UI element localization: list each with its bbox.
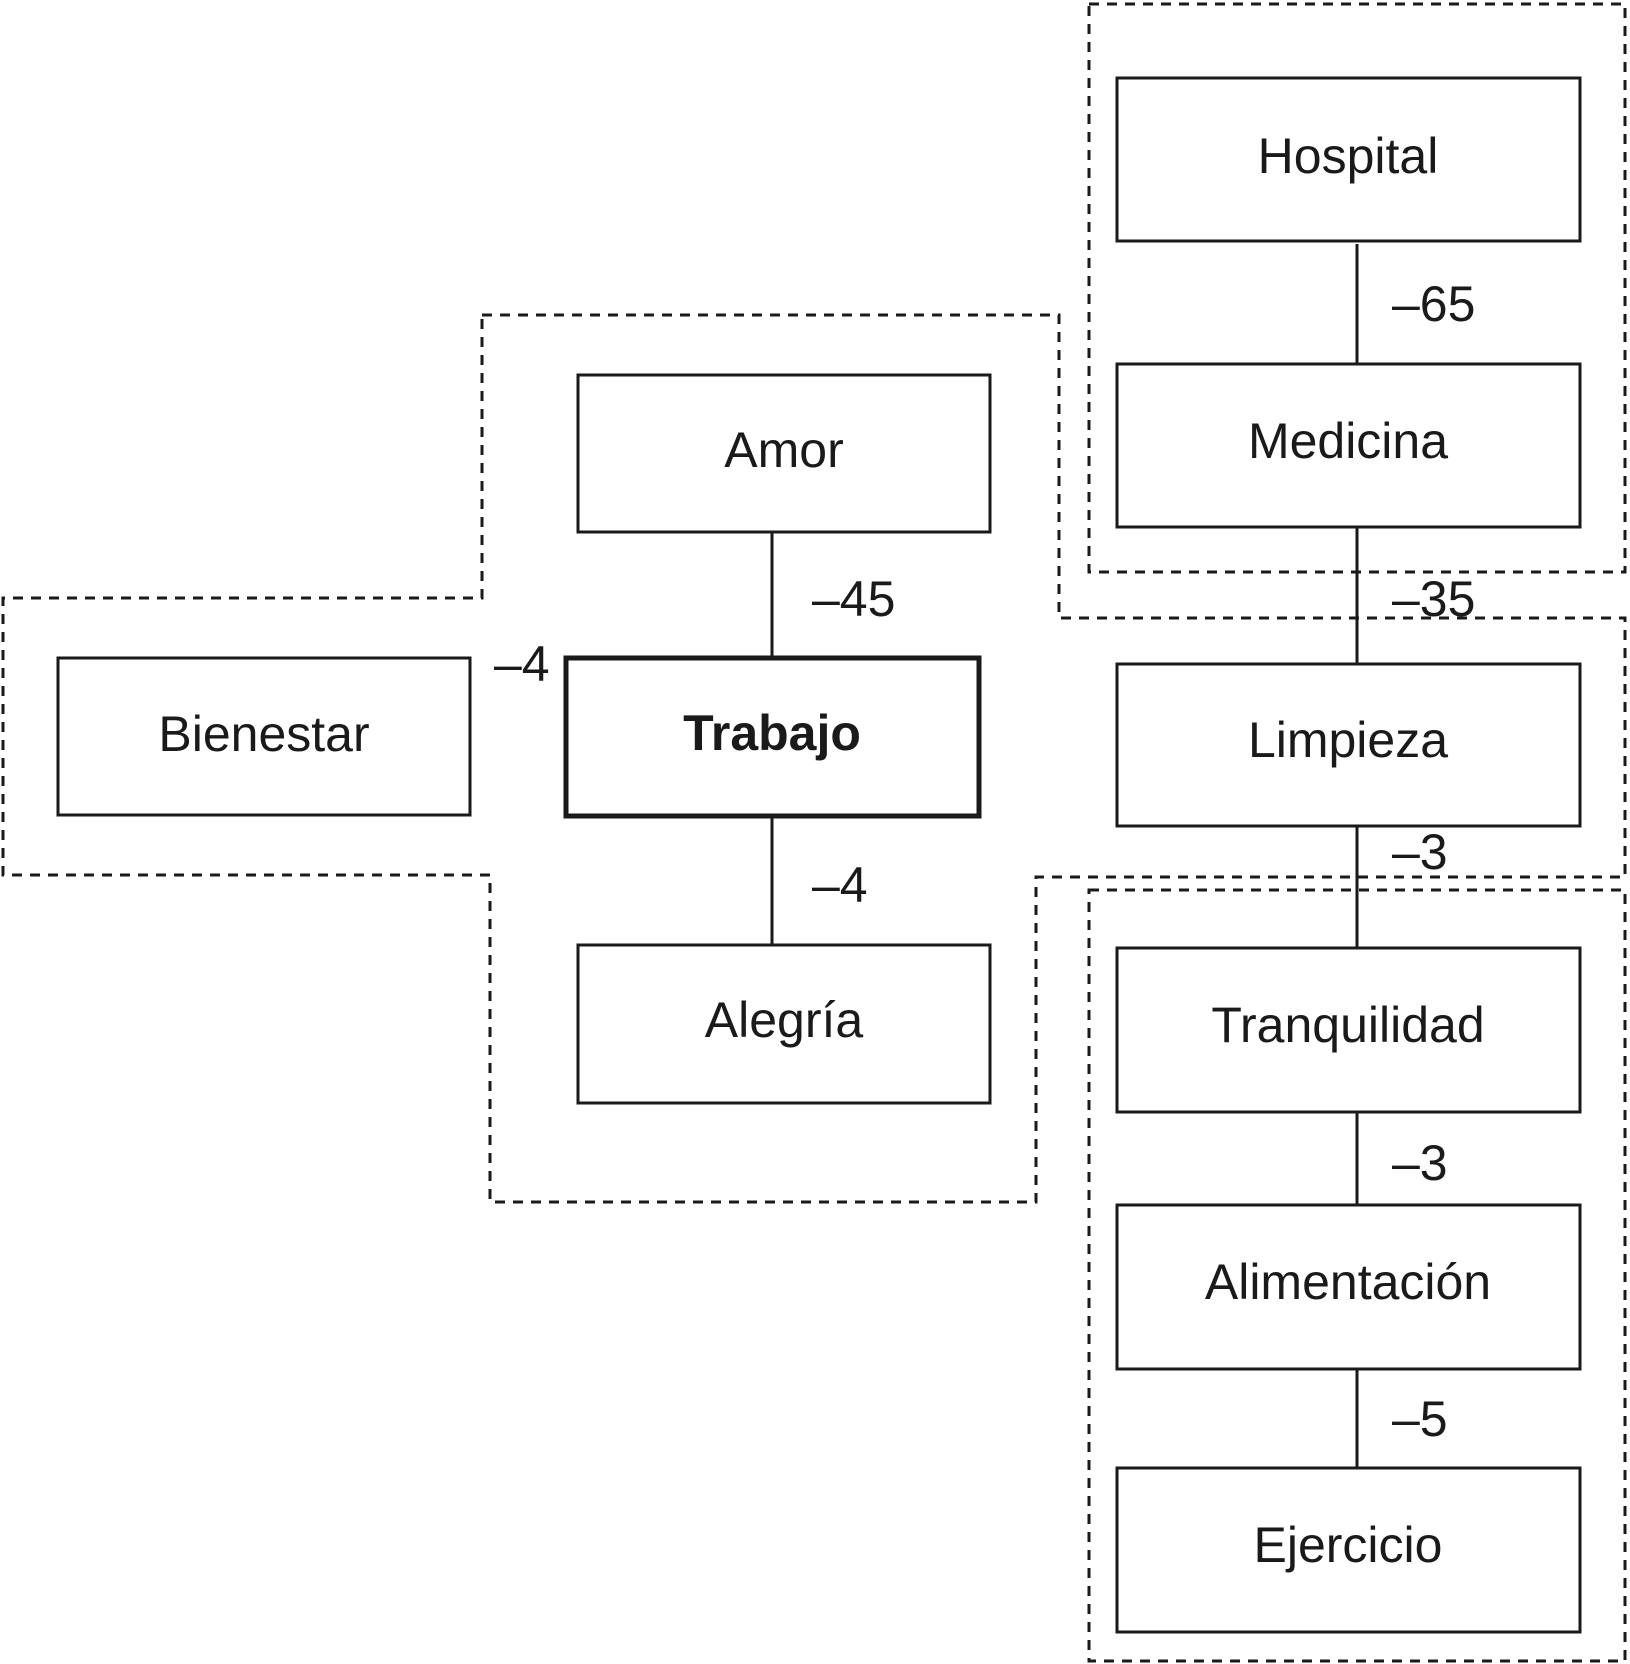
edge-label-bienestar-trabajo: –4 (494, 636, 550, 692)
node-label-trabajo: Trabajo (683, 705, 861, 761)
edge-label-medicina-limpieza: –35 (1392, 571, 1475, 627)
edge-label-limpieza-tranquilidad: –3 (1392, 824, 1448, 880)
edge-label-hospital-medicina: –65 (1392, 276, 1475, 332)
group-tranquilidad (1087, 888, 1627, 1663)
edge-label-trabajo-alegria: –4 (812, 857, 868, 913)
node-label-alimentacion: Alimentación (1205, 1254, 1491, 1310)
edge-label-amor-trabajo: –45 (812, 571, 895, 627)
edge-label-tranquilidad-alimentacion: –3 (1392, 1135, 1448, 1191)
node-box-trabajo (563, 655, 982, 819)
node-label-medicina: Medicina (1248, 413, 1448, 469)
node-box-ejercicio (1115, 1466, 1582, 1634)
node-box-tranquilidad (1115, 946, 1582, 1114)
node-label-bienestar: Bienestar (158, 706, 369, 762)
node-box-alimentacion (1115, 1203, 1582, 1371)
node-box-hospital (1115, 76, 1582, 243)
node-label-ejercicio: Ejercicio (1254, 1517, 1443, 1573)
node-label-hospital: Hospital (1258, 128, 1439, 184)
node-label-alegria: Alegría (705, 992, 864, 1048)
node-box-amor (576, 373, 992, 534)
edge-label-alimentacion-ejercicio: –5 (1392, 1391, 1448, 1447)
group-trabajo (1, 313, 1627, 1204)
node-label-tranquilidad: Tranquilidad (1211, 997, 1484, 1053)
node-box-medicina (1115, 362, 1582, 529)
node-label-amor: Amor (724, 422, 843, 478)
node-label-limpieza: Limpieza (1248, 712, 1448, 768)
node-box-bienestar (56, 656, 472, 817)
node-box-alegria (576, 943, 992, 1105)
node-box-limpieza (1115, 662, 1582, 828)
